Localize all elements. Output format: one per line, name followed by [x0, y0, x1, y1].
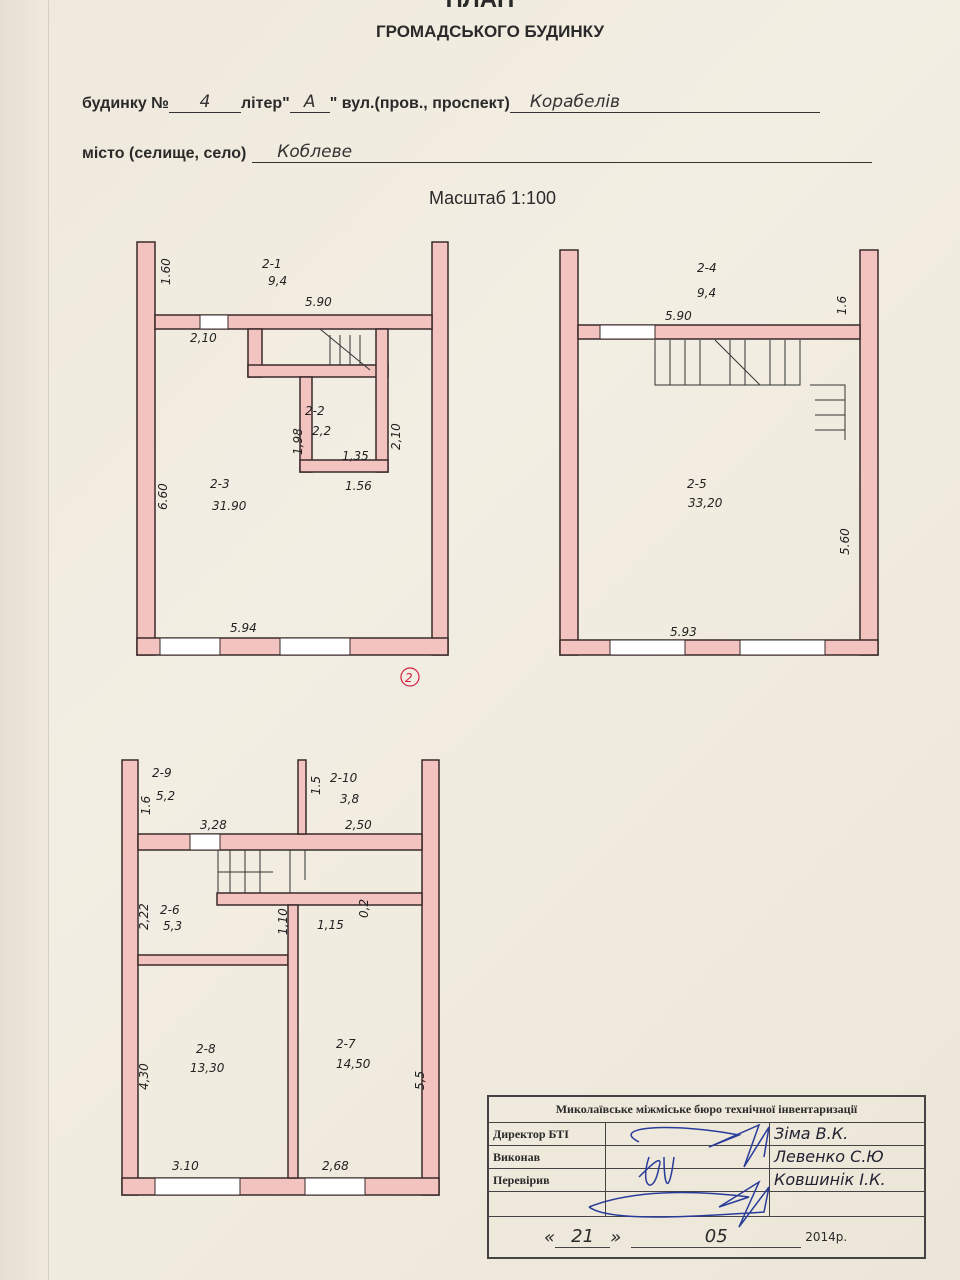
- dimension: 1,35: [342, 449, 369, 463]
- dimension: 5.94: [230, 621, 257, 635]
- page-binding-edge: [0, 0, 49, 1280]
- city-value: Коблеве: [252, 142, 873, 163]
- stamp-role: Директор БТІ: [489, 1123, 606, 1145]
- signature: [606, 1169, 770, 1191]
- room-id: 2-7: [336, 1037, 356, 1051]
- street-label: " вул.(пров., проспект): [329, 95, 510, 112]
- room-id: 2-8: [196, 1042, 216, 1056]
- plan-2-walls: [559, 249, 879, 656]
- room-area: 9,4: [697, 286, 716, 300]
- dimension: 3.10: [172, 1159, 199, 1173]
- dimension: 1.6: [139, 796, 153, 815]
- dimension: 4,30: [137, 1063, 151, 1090]
- dimension: 5,5: [413, 1071, 427, 1090]
- dimension: 6.60: [156, 483, 170, 510]
- plan-3-walls: [121, 759, 440, 1196]
- room-area: 2,2: [312, 424, 331, 438]
- stamp-name: Ковшинік І.К.: [774, 1170, 886, 1189]
- letter-label: літер": [241, 95, 290, 112]
- street-value: Корабелів: [509, 92, 820, 113]
- scale-label: Масштаб 1:100: [428, 188, 557, 208]
- city-line: місто (селище, село) Коблеве: [82, 142, 873, 163]
- stamp-role: Перевірив: [489, 1169, 606, 1191]
- letter-value: А: [289, 92, 330, 113]
- dimension: 5.60: [838, 528, 852, 555]
- room-area: 14,50: [336, 1057, 371, 1071]
- dimension: 1.56: [345, 479, 372, 493]
- room-area: 3,8: [340, 792, 359, 806]
- stamp-role: Виконав: [489, 1146, 606, 1168]
- house-label: будинку №: [82, 95, 170, 112]
- stamp-empty-row: [489, 1192, 924, 1217]
- stamp-row: Директор БТІ Зіма В.К.: [489, 1123, 924, 1146]
- date-year: 2014: [805, 1230, 836, 1244]
- room-area: 13,30: [190, 1061, 225, 1075]
- dimension: 0,2: [357, 899, 371, 918]
- dimension: 5.90: [665, 309, 692, 323]
- dimension: 1,15: [317, 918, 344, 932]
- signature: [606, 1123, 770, 1145]
- room-id: 2-1: [262, 257, 282, 271]
- dimension: 5.93: [670, 625, 697, 639]
- room-area: 31.90: [212, 499, 247, 513]
- signature: [606, 1146, 770, 1168]
- stamp-name: Левенко С.Ю: [774, 1147, 884, 1166]
- dimension: 1.60: [159, 258, 173, 285]
- room-id: 2-9: [152, 766, 172, 780]
- bti-stamp-block: Миколаївське міжміське бюро технічної ін…: [487, 1095, 926, 1259]
- document-subtitle: ГРОМАДСЬКОГО БУДИНКУ: [375, 22, 605, 41]
- dimension: 3,28: [200, 818, 227, 832]
- room-id: 2-2: [305, 404, 325, 418]
- dimension: 1.6: [835, 296, 849, 315]
- address-line: будинку № 4 літер" А " вул.(пров., просп…: [82, 92, 820, 113]
- stamp-cell: [489, 1192, 606, 1216]
- city-label: місто (селище, село): [82, 145, 247, 162]
- section-mark: 2: [405, 671, 413, 685]
- dimension: 5.90: [305, 295, 332, 309]
- stamp-cell: [606, 1192, 770, 1216]
- dimension: 2,10: [389, 423, 403, 450]
- house-number: 4: [169, 92, 242, 113]
- dimension: 2,68: [322, 1159, 349, 1173]
- dimension: 1,10: [276, 908, 290, 935]
- room-area: 5,2: [156, 789, 175, 803]
- stamp-date: « 21 » 05 2014 р.: [544, 1226, 848, 1248]
- mark-circle-icon: [400, 667, 420, 687]
- room-id: 2-10: [330, 771, 358, 785]
- date-day: 21: [555, 1226, 611, 1248]
- dimension: 1.5: [309, 776, 323, 795]
- room-id: 2-3: [210, 477, 230, 491]
- dimension: 2,10: [190, 331, 217, 345]
- signatures-icon: [588, 1123, 770, 1228]
- dimension: 1,98: [291, 428, 305, 455]
- stairs-icon: [217, 328, 846, 893]
- room-id: 2-6: [160, 903, 180, 917]
- stamp-name: Зіма В.К.: [774, 1124, 849, 1143]
- stamp-organization: Миколаївське міжміське бюро технічної ін…: [489, 1097, 924, 1123]
- room-id: 2-5: [687, 477, 707, 491]
- room-area: 33,20: [688, 496, 723, 510]
- stamp-row: Перевірив Ковшинік І.К.: [489, 1169, 924, 1192]
- stamp-row: Виконав Левенко С.Ю: [489, 1146, 924, 1169]
- document-title: ПЛАН: [0, 0, 960, 14]
- room-id: 2-4: [697, 261, 717, 275]
- dimension: 2,22: [137, 903, 151, 930]
- room-area: 5,3: [163, 919, 182, 933]
- dimension: 2,50: [345, 818, 372, 832]
- date-month: 05: [631, 1226, 802, 1248]
- date-suffix: р.: [835, 1230, 848, 1244]
- room-area: 9,4: [268, 274, 287, 288]
